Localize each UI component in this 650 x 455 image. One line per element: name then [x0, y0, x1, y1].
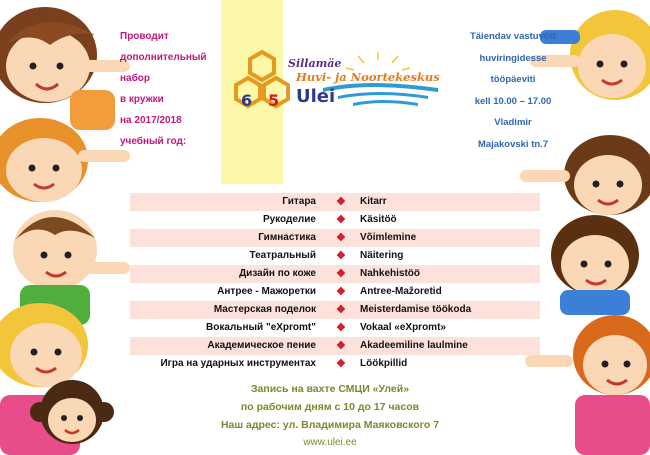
- table-row: Антрее - Мажоретки ❖ Antree-Mažoretid: [130, 283, 540, 301]
- intro-line: в кружки: [120, 94, 164, 105]
- logo-line1: Sillamäe: [288, 57, 342, 70]
- kid-dark-hair-girl-icon: [30, 380, 114, 444]
- activity-et: Antree-Mažoretid: [360, 286, 442, 297]
- activity-et: Akadeemiline laulmine: [360, 340, 468, 351]
- bullet-icon: ❖: [336, 196, 346, 208]
- bullet-icon: ❖: [336, 286, 346, 298]
- table-row: Игра на ударных инструментах ❖ Löökpilli…: [130, 355, 540, 373]
- activity-et: Vokaal «eXpromt»: [360, 322, 446, 333]
- info-line: kell 10.00 – 17.00: [474, 95, 552, 107]
- kid-boy-green-icon: [13, 210, 130, 325]
- bullet-icon: ❖: [336, 340, 346, 352]
- activity-et: Näitering: [360, 250, 404, 261]
- activity-ru: Театральный: [249, 250, 316, 261]
- kid-brown-girl-right-icon: [551, 215, 639, 315]
- table-row: Гитара ❖ Kitarr: [130, 193, 540, 211]
- table-row: Дизайн по коже ❖ Nahkehistöö: [130, 265, 540, 283]
- info-line: Vladimir: [494, 117, 532, 128]
- info-line: Täiendav vastuvõtt: [469, 31, 557, 42]
- logo-digit-left: 6: [241, 91, 253, 110]
- info-line: Majakovski tn.7: [477, 138, 549, 150]
- table-row: Рукоделие ❖ Käsitöö: [130, 211, 540, 229]
- activity-ru: Рукоделие: [262, 214, 316, 225]
- wave-icon: [323, 83, 438, 106]
- kid-orange-hair-icon: [0, 118, 130, 202]
- bullet-icon: ❖: [336, 304, 346, 316]
- kid-orange-right-icon: [525, 315, 650, 455]
- bullet-icon: ❖: [336, 214, 346, 226]
- footer-line: Запись на вахте СМЦИ «Улей»: [250, 383, 410, 395]
- kids-right-illustration: [520, 10, 650, 455]
- table-row: Вокальный "eXpromt" ❖ Vokaal «eXpromt»: [130, 319, 540, 337]
- logo-name: Ulei: [296, 86, 336, 107]
- table-row: Гимнастика ❖ Võimlemine: [130, 229, 540, 247]
- logo-digit-right: 5: [268, 91, 280, 110]
- activity-ru: Академическое пение: [207, 340, 316, 351]
- bullet-icon: ❖: [336, 250, 346, 262]
- info-line: huviringidesse: [479, 52, 547, 64]
- kids-left-illustration: [0, 7, 130, 455]
- activity-et: Meisterdamise töökoda: [360, 304, 472, 315]
- footer-text: Запись на вахте СМЦИ «Улей» по рабочим д…: [200, 380, 460, 452]
- bullet-icon: ❖: [336, 358, 346, 370]
- intro-line: учебный год:: [120, 136, 187, 147]
- table-row: Академическое пение ❖ Akadeemiline laulm…: [130, 337, 540, 355]
- activity-et: Löökpillid: [360, 358, 408, 369]
- hexagon-cluster-icon: [234, 49, 290, 109]
- intro-line: Проводит: [120, 31, 169, 42]
- footer-line: Наш адрес: ул. Владимира Маяковского 7: [220, 419, 440, 431]
- kid-blonde-right-icon: [530, 10, 650, 100]
- logo-line2: Huvi- ja Noortekeskus: [296, 70, 440, 84]
- table-row: Театральный ❖ Näitering: [130, 247, 540, 265]
- activity-ru: Вокальный "eXpromt": [206, 322, 316, 333]
- activity-et: Nahkehistöö: [360, 268, 421, 279]
- ulei-logo: [234, 49, 438, 109]
- intro-line: на 2017/2018: [120, 115, 182, 126]
- activity-ru: Дизайн по коже: [239, 268, 316, 279]
- footer-line: по рабочим дням с 10 до 17 часов: [240, 401, 420, 413]
- bullet-icon: ❖: [336, 322, 346, 334]
- activity-et: Kitarr: [360, 196, 387, 207]
- activity-ru: Антрее - Мажоретки: [217, 286, 316, 297]
- activity-et: Võimlemine: [360, 232, 417, 243]
- activity-ru: Гимнастика: [258, 232, 316, 243]
- intro-text: Проводит дополнительный набор в кружки н…: [120, 26, 230, 152]
- website-link[interactable]: www.ulei.ee: [303, 437, 357, 448]
- activity-et: Käsitöö: [360, 214, 397, 225]
- table-row: Мастерская поделок ❖ Meisterdamise tööko…: [130, 301, 540, 319]
- bullet-icon: ❖: [336, 232, 346, 244]
- info-line: tööpäeviti: [490, 74, 536, 85]
- activity-ru: Мастерская поделок: [213, 304, 316, 315]
- activity-ru: Гитара: [282, 196, 316, 207]
- info-text: Täiendav vastuvõtt huviringidesse tööpäe…: [448, 26, 578, 155]
- sun-icon: [345, 52, 411, 71]
- yellow-band: [221, 0, 283, 184]
- activities-table: Гитара ❖ Kitarr Рукоделие ❖ Käsitöö Гимн…: [130, 193, 540, 373]
- activity-ru: Игра на ударных инструментах: [160, 358, 316, 369]
- bullet-icon: ❖: [336, 268, 346, 280]
- intro-line: набор: [120, 73, 150, 84]
- kid-brown-hat-right-icon: [520, 135, 650, 215]
- kid-girl-brown-icon: [0, 7, 130, 130]
- intro-line: дополнительный: [120, 52, 207, 63]
